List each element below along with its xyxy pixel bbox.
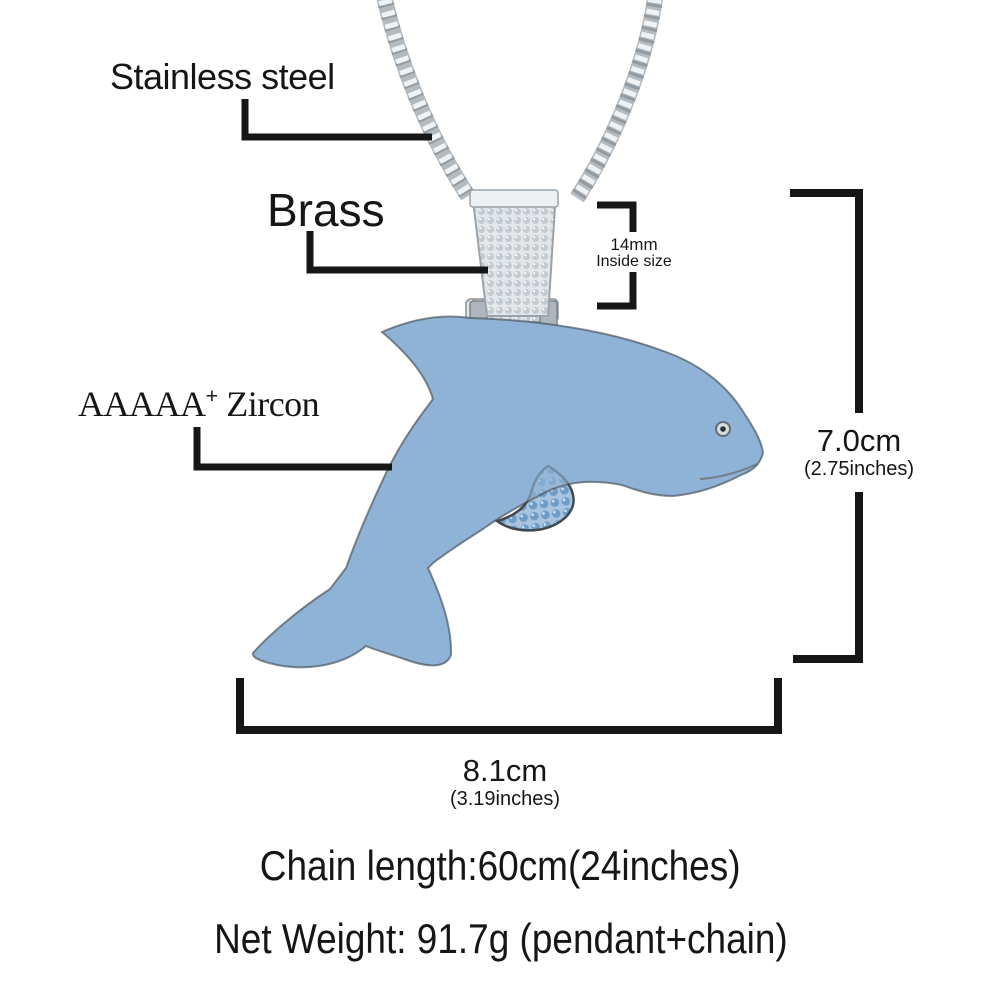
leader-line-zircon bbox=[193, 427, 392, 471]
label-stone-material: AAAAA+ Zircon bbox=[78, 383, 320, 424]
bracket-pendant-height bbox=[790, 189, 863, 663]
pendant-width-inches: (3.19inches) bbox=[449, 788, 561, 810]
pendant-height-value: 7.0cm bbox=[816, 423, 902, 458]
bail-inside-size-label: Inside size bbox=[596, 252, 672, 270]
chain-left-strand bbox=[376, 0, 475, 201]
dolphin-eye bbox=[715, 421, 731, 437]
dolphin-pendant bbox=[251, 315, 764, 669]
stone-name-text: Zircon bbox=[217, 384, 320, 424]
bracket-bail-inside-size bbox=[597, 201, 637, 310]
label-bail-material: Brass bbox=[267, 184, 385, 236]
stone-grade-text: AAAAA bbox=[78, 384, 206, 424]
spec-net-weight: Net Weight: 91.7g (pendant+chain) bbox=[0, 915, 1001, 963]
leader-line-brass bbox=[306, 231, 488, 274]
measurement-pendant-height: 7.0cm (2.75inches) bbox=[789, 424, 929, 481]
pendant-width-value: 8.1cm bbox=[462, 753, 548, 788]
bracket-pendant-width bbox=[236, 678, 782, 734]
spec-net-weight-text: Net Weight: 91.7g (pendant+chain) bbox=[213, 915, 788, 962]
leader-line-stainless-steel bbox=[241, 99, 432, 141]
pendant-height-inches: (2.75inches) bbox=[803, 458, 915, 480]
spec-chain-length-text: Chain length:60cm(24inches) bbox=[260, 842, 741, 889]
spec-chain-length: Chain length:60cm(24inches) bbox=[0, 842, 1001, 890]
dolphin-mouth-line bbox=[699, 463, 758, 480]
measurement-pendant-width: 8.1cm (3.19inches) bbox=[435, 754, 575, 811]
stone-grade-plus: + bbox=[205, 383, 219, 408]
chain-right-strand bbox=[570, 0, 663, 203]
bail bbox=[469, 189, 559, 317]
bail-inside-size-value: 14mm bbox=[610, 235, 658, 254]
measurement-bail-inside-size: 14mm Inside size bbox=[564, 236, 704, 271]
label-chain-material: Stainless steel bbox=[110, 56, 335, 97]
